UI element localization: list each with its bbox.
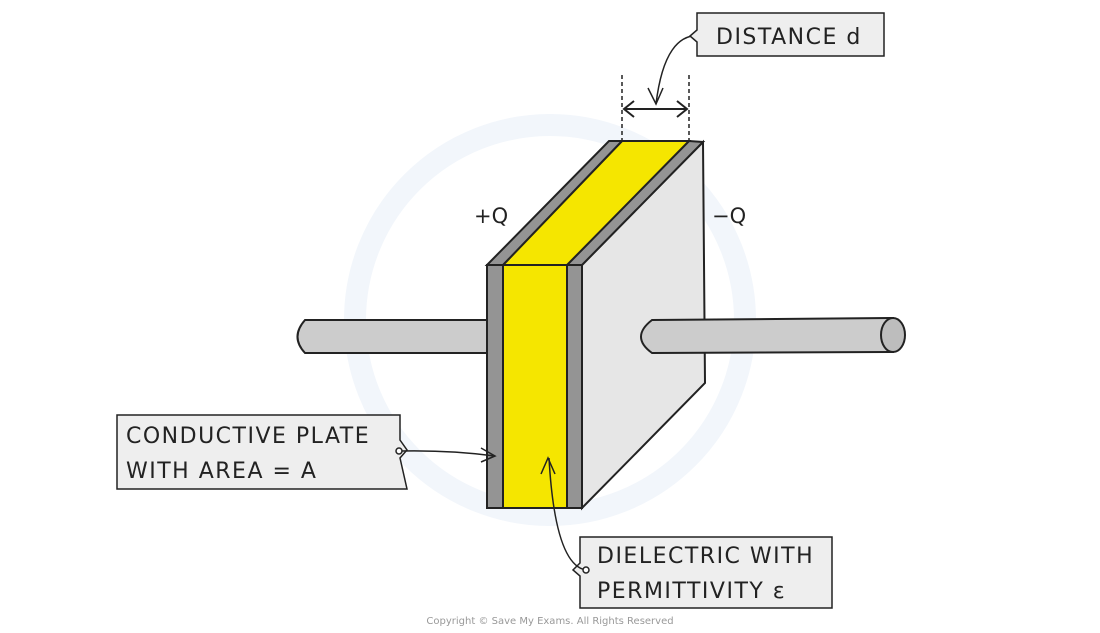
plate-label-line2: WITH AREA = A — [126, 459, 317, 484]
dielectric-pointer — [540, 456, 590, 574]
dielectric — [502, 264, 568, 509]
copyright-notice: Copyright © Save My Exams. All Rights Re… — [426, 616, 673, 627]
left-conductive-plate — [486, 264, 504, 509]
negative-charge-label: −Q — [712, 204, 746, 228]
plate-label-line1: CONDUCTIVE PLATE — [126, 424, 370, 449]
positive-charge-label: +Q — [474, 204, 508, 228]
dielectric-label: DIELECTRIC WITH PERMITTIVITY ε — [571, 536, 833, 609]
dielectric-label-line1: DIELECTRIC WITH — [597, 544, 814, 569]
right-wire — [640, 316, 894, 355]
left-wire — [296, 319, 488, 354]
plate-pointer — [395, 447, 497, 463]
right-wire-end — [880, 317, 906, 353]
distance-text: DISTANCE d — [716, 25, 862, 50]
right-conductive-plate — [566, 264, 583, 509]
dielectric-label-line2: PERMITTIVITY ε — [597, 579, 786, 604]
distance-arrow — [622, 100, 689, 118]
conductive-plate-label: CONDUCTIVE PLATE WITH AREA = A — [116, 414, 408, 490]
distance-label: DISTANCE d — [688, 12, 885, 57]
